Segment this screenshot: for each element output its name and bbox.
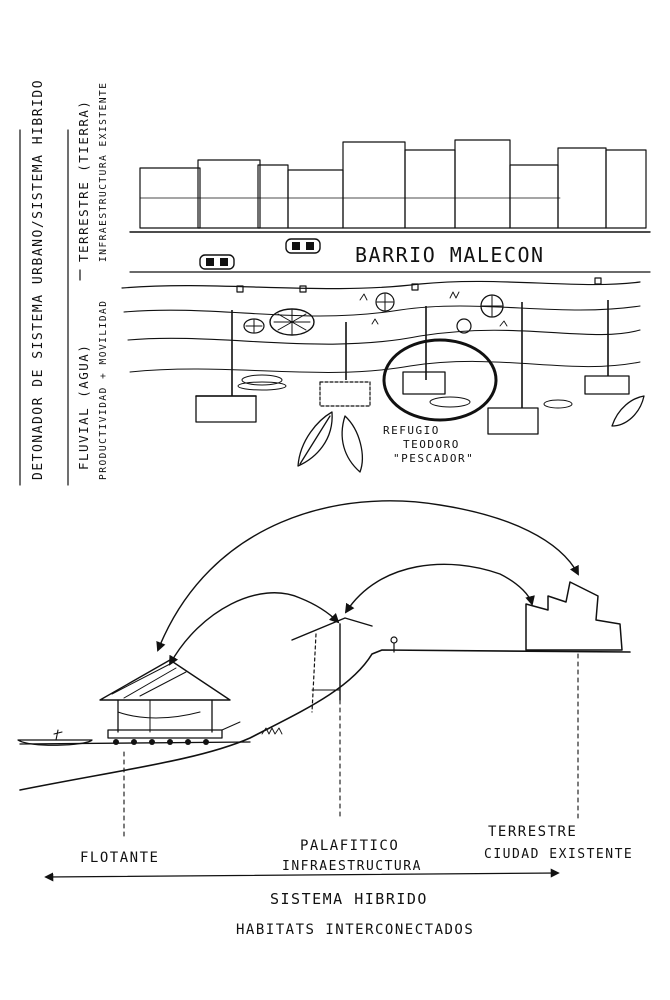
embankment-line [19,649,631,791]
label-terrestre: TERRESTRE [488,824,577,840]
refugio-highlight-circle [382,338,498,422]
canoe [17,729,93,746]
waterline-4 [129,360,641,373]
block-8 [509,164,559,229]
label-palafitico: PALAFITICO [300,838,399,854]
arc-flotante-terrestre [156,500,579,652]
dock-2 [319,381,371,407]
platform-3 [375,292,395,312]
street: BARRIO MALECON [129,231,651,273]
block-4 [287,169,344,229]
waterline-3 [127,329,641,345]
city-blocks [139,139,647,229]
dock-4 [487,407,539,435]
waterline-2 [123,305,641,317]
block-9 [557,147,607,229]
dock-1 [195,395,257,423]
connection-arcs [156,500,579,666]
platform-5 [456,318,472,334]
block-7 [454,139,511,229]
refugio-line-1: REFUGIO [383,424,440,437]
block-5 [342,141,406,229]
refugio-label: REFUGIO TEODORO "PESCADOR" [383,424,474,465]
platform-1 [269,308,315,336]
side-label-fluvial: FLUVIAL (AGUA) [76,344,91,470]
refugio-line-3: "PESCADOR" [393,452,474,465]
label-flotante: FLOTANTE [80,850,159,866]
block-3 [257,164,289,229]
stilt-structure [291,617,398,713]
drop-lines [123,653,579,839]
street-label: BARRIO MALECON [355,243,545,267]
arc-flotante-palafitico [169,592,340,666]
label-ciudad-existente: CIUDAD EXISTENTE [484,847,633,862]
refugio-line-2: TEODORO [403,438,460,451]
waterfront [121,277,641,408]
side-label-productividad: PRODUCTIVIDAD + MOVILIDAD [98,300,109,481]
hybrid-span-arrow [44,868,560,882]
section-subtitle: HABITATS INTERCONECTADOS [236,922,474,938]
car-2 [285,238,321,254]
car-1 [199,254,235,270]
platform-2 [243,318,265,334]
floating-platforms [243,291,508,336]
waterline-1 [121,280,641,290]
docked-structures [195,371,630,435]
platform-4 [480,294,504,318]
side-label-infraestructura: INFRAESTRUCTURA EXISTENTE [98,82,109,263]
block-6 [404,149,456,229]
arc-palafitico-terrestre [344,563,535,614]
dock-3-refugio [402,371,446,395]
side-label-main: DETONADOR DE SISTEMA URBANO/SISTEMA HIBR… [31,79,46,480]
floating-house [99,659,241,745]
side-label-terrestre: TERRESTRE (TIERRA) [76,100,91,262]
dock-5 [584,375,630,395]
block-10 [605,149,647,229]
side-labels: DETONADOR DE SISTEMA URBANO/SISTEMA HIBR… [19,79,109,486]
plan-boats [297,395,645,473]
section-title: SISTEMA HIBRIDO [270,890,428,908]
city-building [525,581,623,651]
block-2 [197,159,261,229]
label-infraestructura: INFRAESTRUCTURA [282,859,422,874]
section-view: FLOTANTE PALAFITICO INFRAESTRUCTURA TERR… [17,500,633,938]
